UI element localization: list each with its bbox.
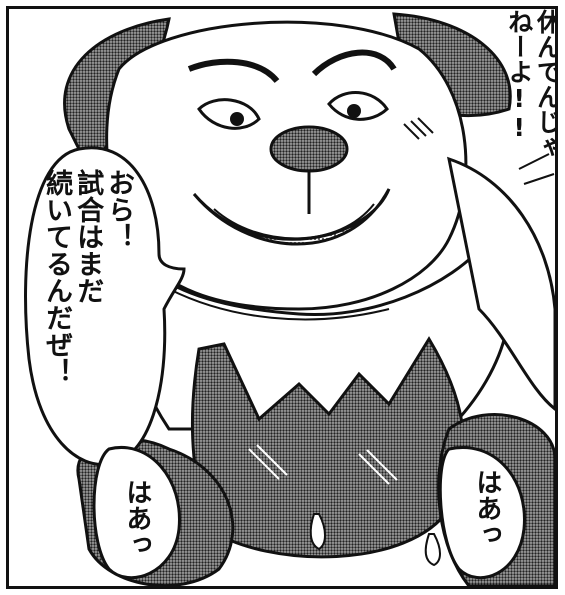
dog-right-brow <box>311 49 397 77</box>
pant-right-bubble <box>438 446 526 580</box>
manga-panel: おら！ 試合はまだ 続いてるんだぜ！ 休んでんじゃ ねーよ!! はあっ はあっ <box>6 6 558 589</box>
dog-right-pupil <box>347 104 361 118</box>
pant-left-bubble <box>92 446 181 580</box>
dog-left-pupil <box>230 112 244 126</box>
main-speech-bubble <box>24 146 186 467</box>
panel-illustration <box>24 12 555 586</box>
dog-mouth <box>192 188 391 246</box>
top-exclamation-text: 休んでんじゃ ねーよ!! <box>504 9 558 159</box>
dog-nose <box>269 125 349 173</box>
pant-left-text: はあっ <box>121 479 152 557</box>
dog-left-eye <box>197 98 261 130</box>
dog-left-brow <box>187 58 280 84</box>
dog-arm <box>447 156 555 411</box>
main-dialogue-text: おら！ 試合はまだ 続いてるんだぜ！ <box>41 169 135 385</box>
pant-right-text: はあっ <box>471 469 502 547</box>
